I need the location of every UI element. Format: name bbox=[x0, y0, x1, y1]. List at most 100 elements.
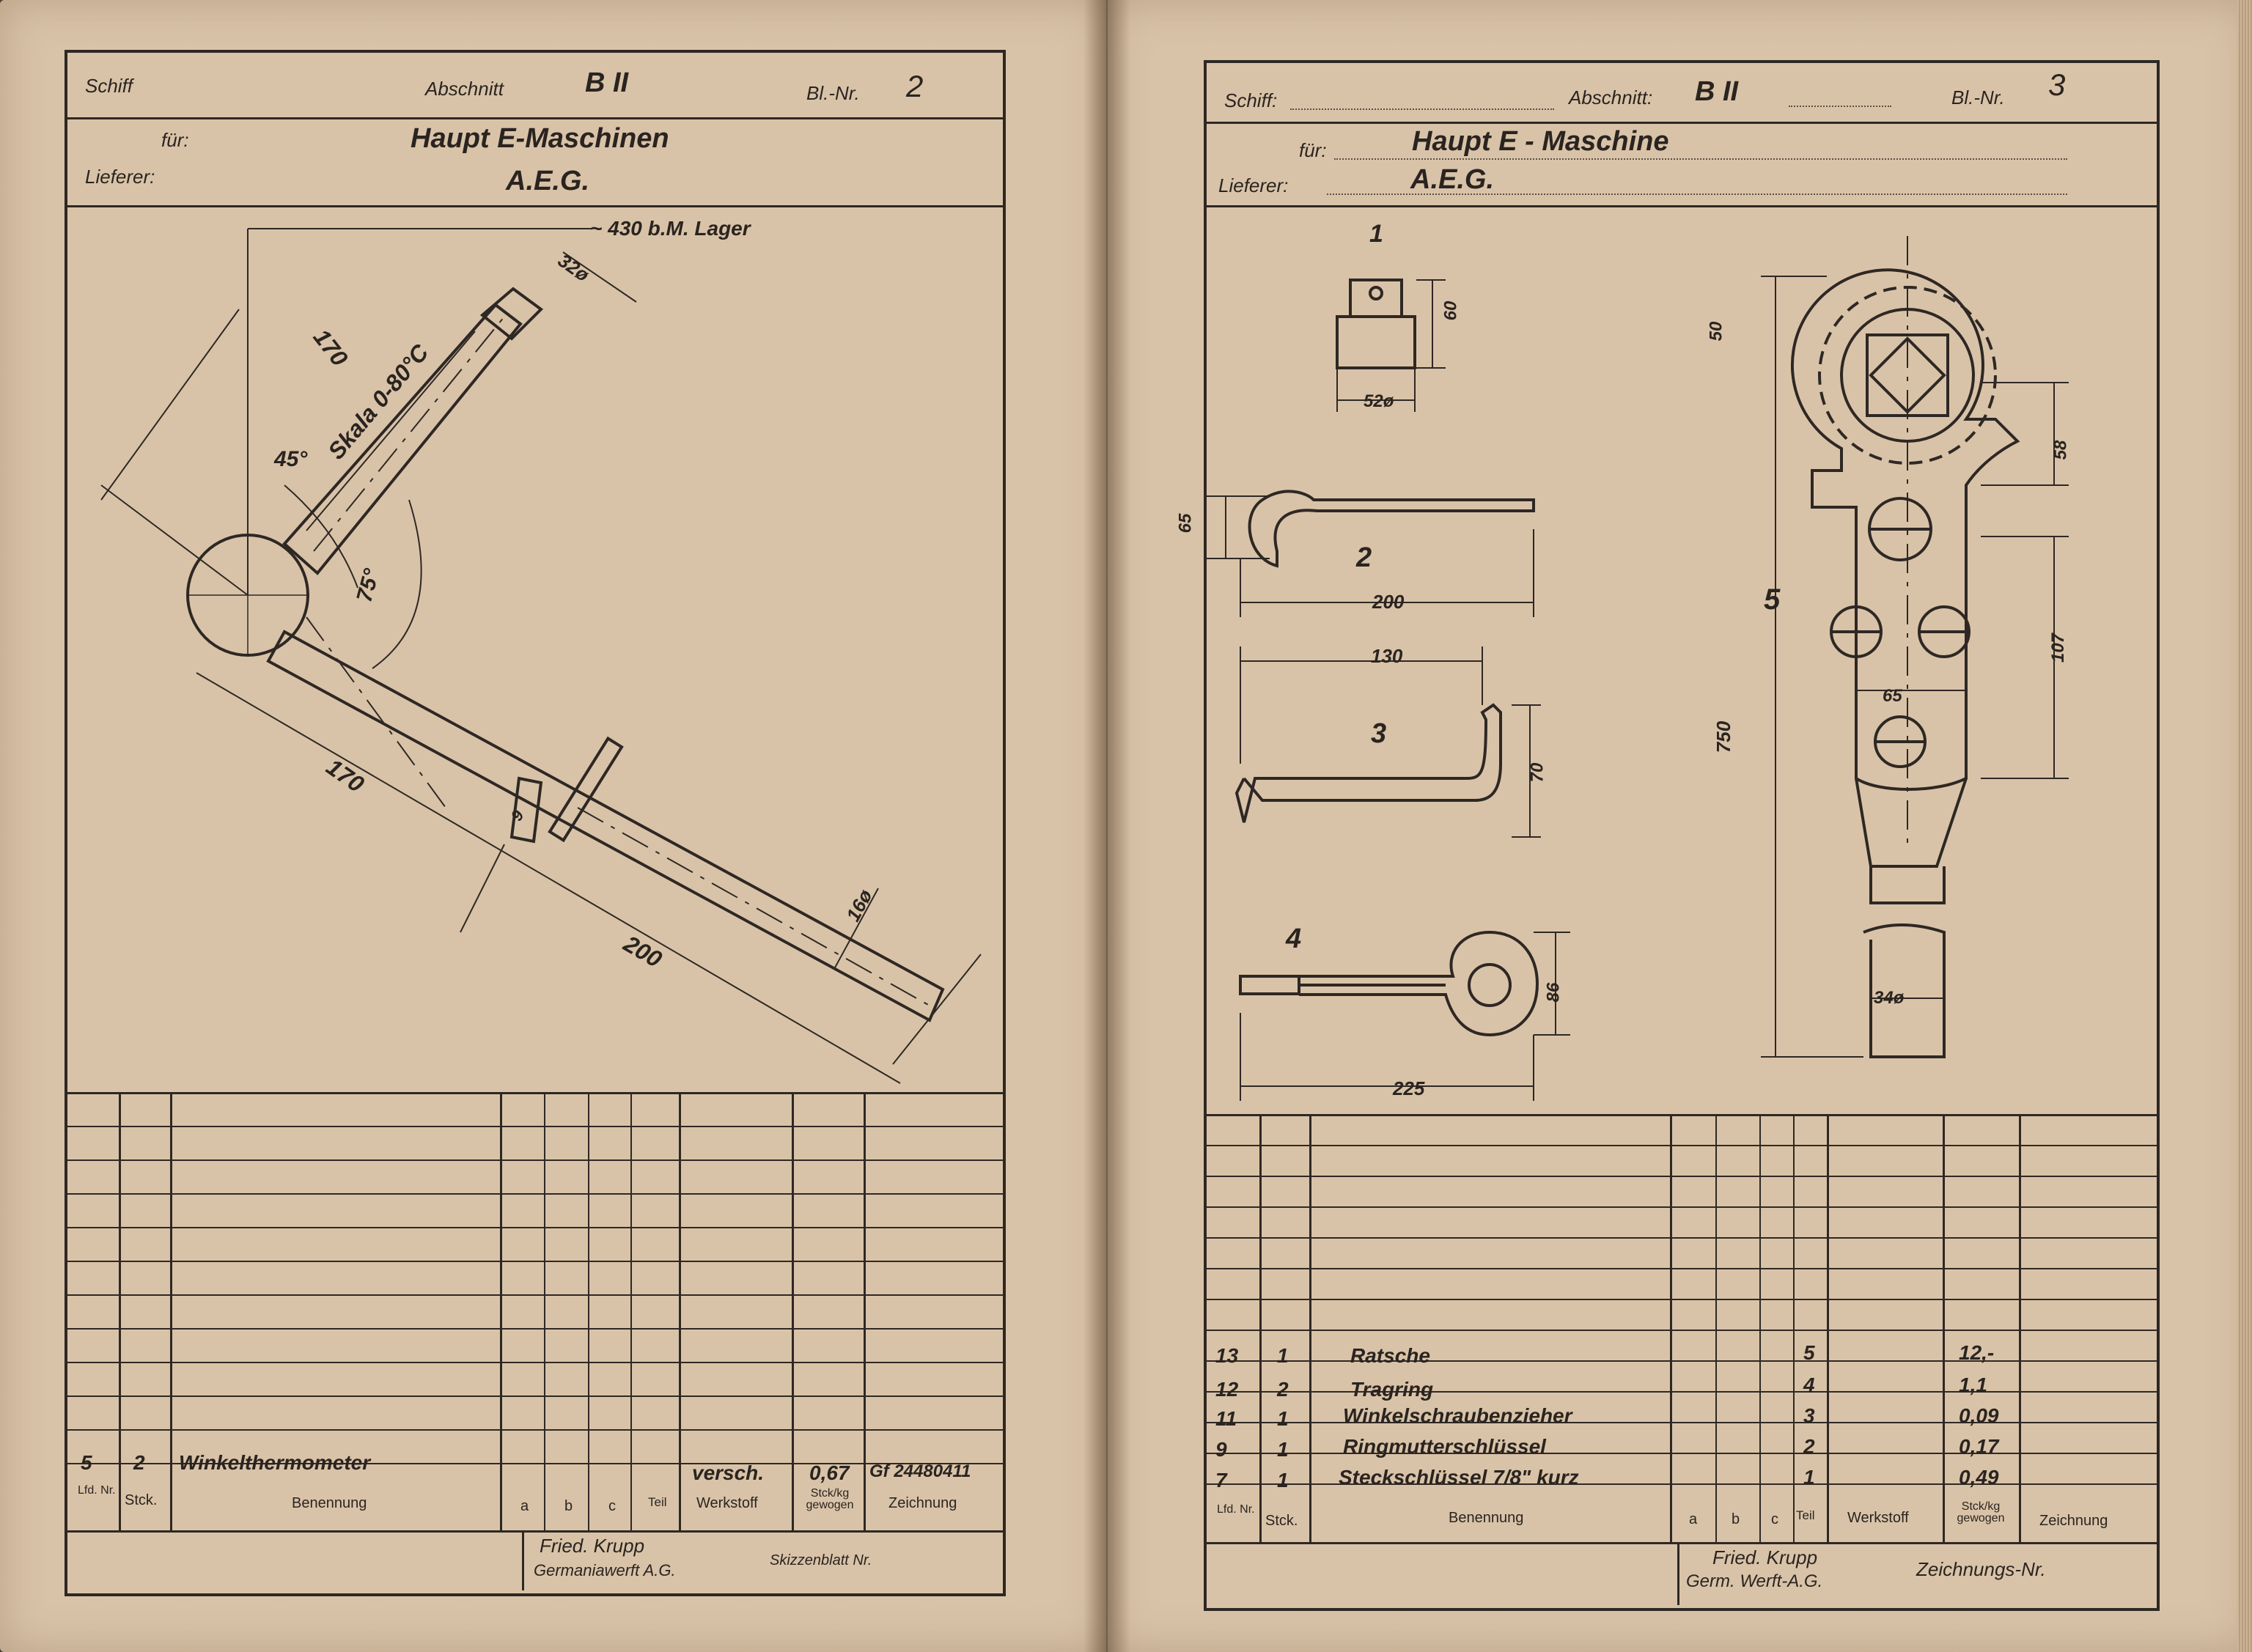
part-5-label: 5 bbox=[1764, 583, 1781, 616]
col-a: a bbox=[520, 1498, 529, 1514]
col-zeichnung: Zeichnung bbox=[888, 1495, 957, 1511]
row-gewicht: 12,- bbox=[1959, 1341, 1995, 1364]
header-bottom-divider bbox=[65, 205, 1003, 207]
angle-45: 45° bbox=[274, 447, 308, 471]
dim-70: 70 bbox=[1527, 762, 1548, 783]
dim-52: 52ø bbox=[1364, 391, 1394, 411]
row-stck: 1 bbox=[1277, 1344, 1289, 1367]
dim-107: 107 bbox=[2048, 633, 2069, 663]
table-row-line bbox=[65, 1126, 1003, 1127]
schiff-label: Schiff: bbox=[1224, 89, 1278, 111]
dim-34: 34ø bbox=[1874, 988, 1905, 1008]
table-row-line bbox=[65, 1294, 1003, 1296]
company-line1: Fried. Krupp bbox=[1712, 1546, 1818, 1568]
part-3-label: 3 bbox=[1371, 718, 1387, 749]
table-row-line bbox=[1204, 1176, 2157, 1177]
table-col-line bbox=[1715, 1114, 1717, 1542]
row-stck: 1 bbox=[1277, 1438, 1289, 1461]
lieferer-value: A.E.G. bbox=[506, 166, 590, 196]
table-top-line bbox=[65, 1092, 1003, 1094]
col-c: c bbox=[608, 1498, 616, 1514]
company-line2: Germ. Werft-A.G. bbox=[1686, 1571, 1823, 1591]
part-2-label: 2 bbox=[1356, 542, 1372, 573]
row-name: Winkelthermometer bbox=[179, 1451, 371, 1474]
table-row-line bbox=[65, 1362, 1003, 1363]
company-line1: Fried. Krupp bbox=[540, 1535, 645, 1557]
row-name: Winkelschraubenzieher bbox=[1343, 1404, 1572, 1427]
dim-225: 225 bbox=[1393, 1077, 1425, 1099]
abschnitt-label: Abschnitt bbox=[425, 78, 504, 100]
table-col-line bbox=[1943, 1114, 1945, 1542]
table-bottom-line bbox=[65, 1530, 1003, 1533]
dim-750: 750 bbox=[1712, 720, 1735, 753]
table-col-line bbox=[679, 1092, 681, 1530]
row-stck: 1 bbox=[1277, 1407, 1289, 1430]
company-line2: Germaniawerft A.G. bbox=[534, 1561, 676, 1579]
lieferer-label: Lieferer: bbox=[1218, 174, 1289, 196]
table-row-line bbox=[1204, 1360, 2157, 1362]
row-nr: 7 bbox=[1215, 1469, 1227, 1491]
col-lfd-nr: Lfd. Nr. bbox=[78, 1484, 116, 1497]
table-col-line bbox=[1259, 1114, 1262, 1542]
abschnitt-value: B II bbox=[585, 67, 629, 98]
row-name: Ratsche bbox=[1350, 1344, 1430, 1367]
row-stck: 1 bbox=[1277, 1469, 1289, 1491]
row-nr: 12 bbox=[1215, 1378, 1239, 1401]
dotted-line bbox=[1327, 193, 2067, 195]
table-row-line bbox=[1204, 1268, 2157, 1269]
right-page: Schiff: Abschnitt: B II Bl.-Nr. 3 für: H… bbox=[1107, 0, 2252, 1652]
col-teil: Teil bbox=[648, 1495, 667, 1509]
table-col-line bbox=[500, 1092, 502, 1530]
table-row-line bbox=[1204, 1330, 2157, 1331]
row-gewicht: 0,49 bbox=[1959, 1466, 1999, 1489]
table-row-line bbox=[1204, 1422, 2157, 1423]
footer-divider bbox=[1677, 1542, 1679, 1605]
col-stck: Stck. bbox=[125, 1492, 158, 1508]
table-col-line bbox=[792, 1092, 794, 1530]
book-gutter bbox=[1083, 0, 1130, 1652]
abschnitt-label: Abschnitt: bbox=[1569, 86, 1653, 108]
row-teil: 4 bbox=[1803, 1373, 1815, 1396]
row-gewicht: 1,1 bbox=[1959, 1373, 1987, 1396]
fuer-value: Haupt E - Maschine bbox=[1412, 126, 1669, 157]
row-zeichnung: Gf 24480411 bbox=[869, 1461, 971, 1481]
table-row-line bbox=[65, 1463, 1003, 1464]
col-zeichnung: Zeichnung bbox=[2039, 1513, 2108, 1529]
table-col-line bbox=[1670, 1114, 1672, 1542]
col-benennung: Benennung bbox=[1449, 1510, 1524, 1526]
dim-200: 200 bbox=[1372, 591, 1405, 613]
lieferer-value: A.E.G. bbox=[1410, 164, 1495, 195]
table-col-line bbox=[630, 1092, 632, 1530]
blatt-value: 3 bbox=[2048, 67, 2066, 102]
dim-65: 65 bbox=[1175, 513, 1196, 534]
row-stck: 2 bbox=[1277, 1378, 1289, 1401]
row-gewicht: 0,09 bbox=[1959, 1404, 1999, 1427]
table-col-line bbox=[1827, 1114, 1829, 1542]
table-top-line bbox=[1204, 1114, 2157, 1116]
col-gewicht: Stck/kg gewogen bbox=[806, 1487, 854, 1511]
table-row-line bbox=[1204, 1299, 2157, 1300]
dotted-line bbox=[1334, 158, 2067, 160]
thermometer-drawing bbox=[100, 228, 982, 1084]
row-werkstoff: versch. bbox=[692, 1461, 765, 1484]
row-name: Ringmutterschlüssel bbox=[1343, 1435, 1546, 1458]
dim-60: 60 bbox=[1440, 300, 1461, 321]
row-stck: 2 bbox=[133, 1451, 145, 1474]
row-teil: 3 bbox=[1803, 1404, 1815, 1427]
row-name: Steckschlüssel 7/8" kurz bbox=[1339, 1466, 1579, 1489]
col-b: b bbox=[1732, 1511, 1740, 1527]
table-col-line bbox=[1759, 1114, 1761, 1542]
table-col-line bbox=[588, 1092, 589, 1530]
table-col-line bbox=[2019, 1114, 2021, 1542]
header-divider bbox=[65, 117, 1003, 119]
dim-65b: 65 bbox=[1883, 686, 1902, 706]
table-row-line bbox=[65, 1429, 1003, 1431]
table-row-line bbox=[1204, 1237, 2157, 1239]
table-row-line bbox=[1204, 1145, 2157, 1146]
fuer-value: Haupt E-Maschinen bbox=[411, 123, 669, 154]
left-page: Schiff Abschnitt B II Bl.-Nr. 2 für: Hau… bbox=[0, 0, 1107, 1652]
row-nr: 9 bbox=[1215, 1438, 1227, 1461]
header-divider bbox=[1204, 122, 2157, 124]
dim-130: 130 bbox=[1371, 645, 1403, 667]
row-nr: 13 bbox=[1215, 1344, 1239, 1367]
